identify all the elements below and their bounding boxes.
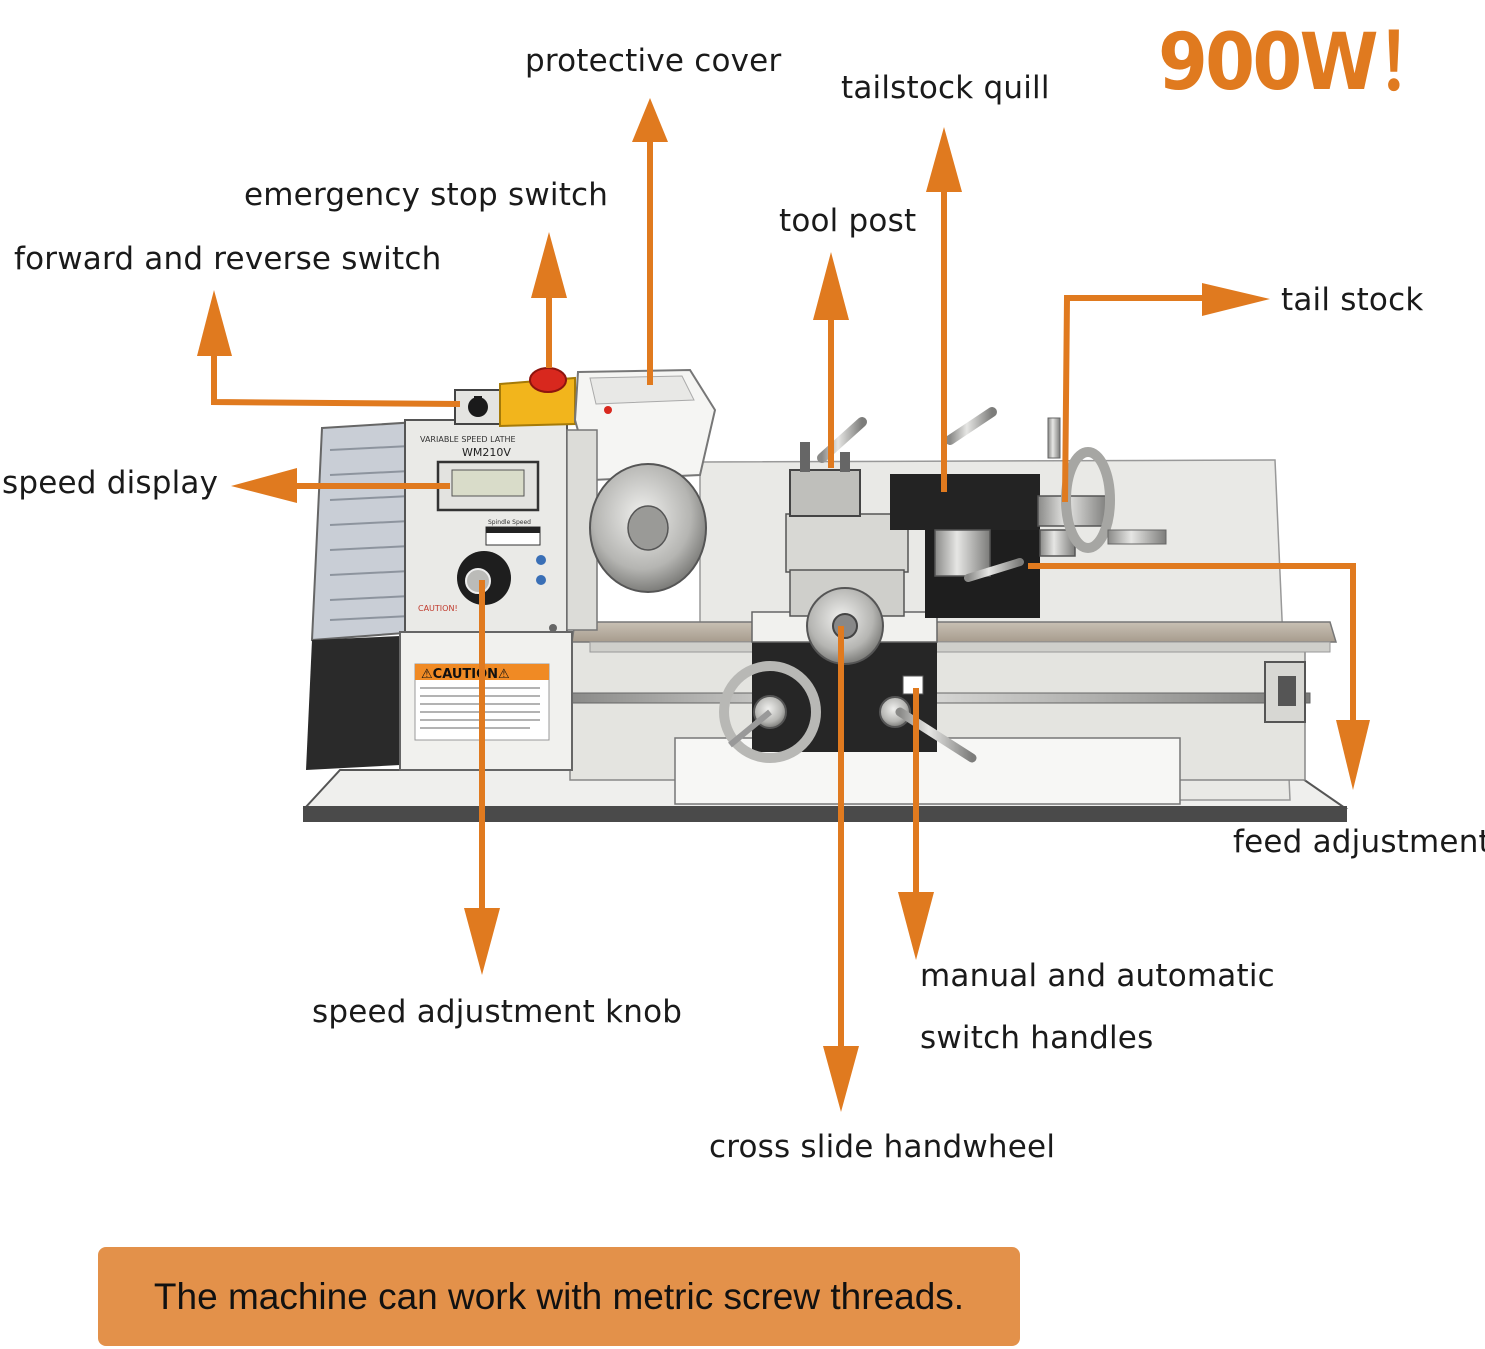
lcd-screen [451,469,525,497]
rack [589,641,1331,653]
speed-table-header [486,527,540,533]
end-bracket-bolt [1278,676,1296,706]
speed-knob [465,568,491,594]
lead-screw [569,692,1311,704]
tool-post-bolt-2 [840,452,850,472]
arrow-emergency-stop [531,232,567,368]
label-cross-slide: cross slide handwheel [709,1129,1056,1165]
chuck-guard-window [589,375,695,405]
lathe-machine: VARIABLE SPEED LATHE WM210V Spindle Spee… [302,367,1349,822]
gear-chart-lines [329,445,411,621]
arrow-tool-post [813,252,849,468]
metric-thread-note: The machine can work with metric screw t… [98,1247,1020,1346]
panel-screw [549,624,557,632]
tailstock-top [890,474,1040,530]
label-tailstock-quill: tailstock quill [841,70,1050,106]
arrow-tail-stock [1062,283,1270,503]
base-plate [303,806,1347,822]
tailstock-quill [934,529,991,577]
tailstock-handle [1107,529,1167,545]
chuck-guard-marker [604,406,612,414]
label-feed-adjustment: feed adjustment [1233,824,1485,860]
label-speed-knob: speed adjustment knob [312,994,683,1030]
gear-chart-panel [310,420,419,642]
cross-slide [785,513,909,573]
cross-slide-hub [832,613,858,639]
label-manual-auto-line2: switch handles [920,1020,1154,1056]
label-emergency-stop: emergency stop switch [244,177,609,213]
arrow-speed-display [231,468,450,503]
tailstock-clamp-handle [964,558,1024,582]
label-speed-display: speed display [2,465,219,501]
chuck-center [627,505,669,551]
label-tool-post: tool post [779,203,917,239]
label-tail-stock: tail stock [1281,282,1424,318]
arrow-manual-auto [898,688,934,960]
headstock-lower [306,636,400,770]
label-protective-cover: protective cover [525,43,782,79]
label-forward-reverse: forward and reverse switch [14,241,442,277]
arrow-protective-cover [632,98,668,385]
panel-caution-small: CAUTION! [418,604,458,613]
arrow-speed-knob [464,580,500,975]
feed-lever [895,707,977,763]
tailstock-handwheel-handle [1047,417,1061,459]
panel-spindle-speed: Spindle Speed [488,519,531,526]
carriage-handwheel [719,661,821,763]
panel-model-header: VARIABLE SPEED LATHE [420,435,516,444]
fwd-rev-switch-handle [474,396,482,410]
bed-ways [571,621,1338,643]
arrow-feed-adjustment [1028,563,1370,790]
panel-blue-icon-2 [536,575,546,585]
arrow-forward-reverse [197,290,461,407]
callout-arrows [197,98,1370,1112]
arrow-cross-slide [823,626,859,1112]
tool-post [789,469,861,517]
quill-lock-handle [945,407,997,445]
panel-blue-icon-1 [536,555,546,565]
estop-button [529,367,567,393]
panel-model: WM210V [462,446,511,459]
metric-thread-note-text: The machine can work with metric screw t… [153,1275,965,1317]
carriage-spoke [728,709,772,748]
power-headline: 900W！ [1158,18,1448,108]
arrow-tailstock-quill [926,127,962,492]
label-manual-auto-line1: manual and automatic [920,958,1275,994]
tool-post-bolt-1 [800,442,810,472]
caution-big-text: ⚠CAUTION⚠ [421,667,510,682]
feed-lever-knob [879,696,911,728]
